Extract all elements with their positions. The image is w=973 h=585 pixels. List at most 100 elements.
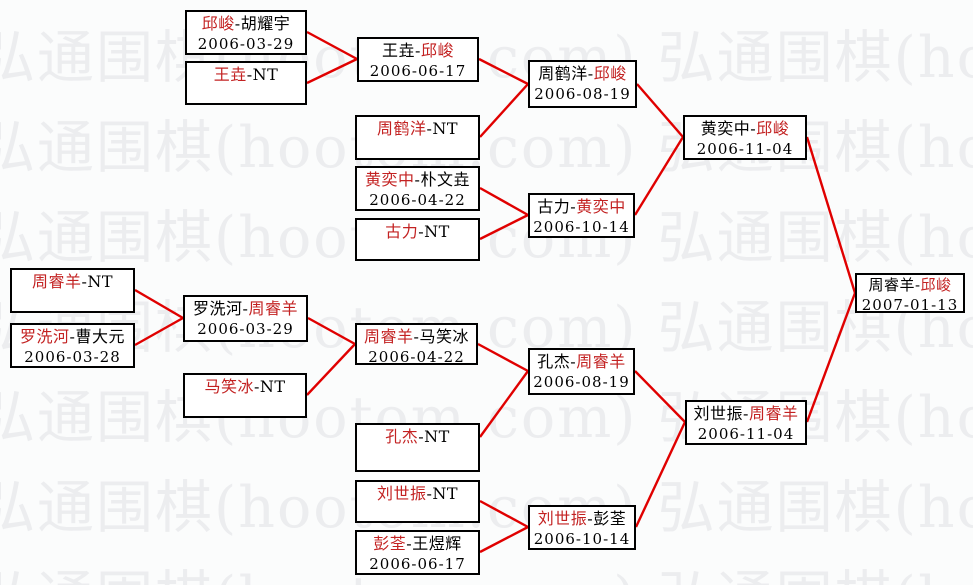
player2-name: NT <box>87 272 114 291</box>
player1-name: 周睿羊 <box>31 272 82 291</box>
separator: - <box>587 64 594 83</box>
player1-name: 马笑冰 <box>204 377 254 396</box>
watermark-text: 弘通围棋(hootom.com) 弘通围棋(hootom.com) <box>0 570 973 585</box>
match-date: 2006-04-22 <box>368 348 465 366</box>
player1-name: 罗洗河 <box>193 299 243 318</box>
separator: - <box>414 170 421 189</box>
match-date: 2006-03-29 <box>197 35 295 53</box>
player2-name: NT <box>259 377 286 396</box>
match-box: 刘世振-周睿羊 2006-11-04 <box>685 400 807 445</box>
match-date: 2006-08-19 <box>534 85 631 103</box>
match-date: 2006-06-17 <box>369 62 467 80</box>
bracket-line <box>479 186 529 217</box>
player2-name: 王煜辉 <box>412 534 462 553</box>
separator: - <box>418 222 425 241</box>
bracket-line <box>479 213 529 241</box>
match-players: 刘世振-周睿羊 <box>687 404 805 424</box>
match-box: 黄奕中-邱峻 2006-11-04 <box>683 115 807 160</box>
watermark-text: 弘通围棋(hootom.com) 弘通围棋(hootom.com) <box>0 295 973 361</box>
player1-name: 彭荃 <box>373 534 407 553</box>
match-box: 古力-NT <box>355 218 480 261</box>
match-box: 王垚-NT <box>185 61 307 105</box>
separator: - <box>587 509 594 528</box>
bracket-line <box>307 316 356 346</box>
match-box: 周鹤洋-NT <box>355 115 480 160</box>
match-box: 彭荃-王煜辉 2006-06-17 <box>355 530 480 575</box>
player1-name: 古力 <box>537 197 571 216</box>
separator: - <box>406 534 413 553</box>
player1-name: 孔杰 <box>385 427 419 446</box>
bracket-line <box>805 292 857 423</box>
bracket-line <box>805 136 857 294</box>
player2-name: 邱峻 <box>920 276 952 294</box>
bracket-line <box>478 57 529 86</box>
player1-name: 黄奕中 <box>365 170 415 189</box>
bracket-line <box>134 316 184 347</box>
match-date: 2006-03-28 <box>24 348 121 366</box>
player1-name: 周鹤洋 <box>538 64 588 83</box>
bracket-line <box>306 30 358 61</box>
bracket-line <box>634 421 687 528</box>
player1-name: 周睿羊 <box>868 276 915 294</box>
separator: - <box>570 197 577 216</box>
player2-name: 曹大元 <box>75 327 125 346</box>
match-date: 2006-11-04 <box>696 140 794 158</box>
separator: - <box>914 276 921 294</box>
player1-name: 刘世振 <box>537 509 588 528</box>
bracket-line <box>477 342 529 373</box>
separator: - <box>253 377 260 396</box>
player2-name: 马笑冰 <box>419 327 469 346</box>
match-box: 周睿羊-马笑冰 2006-04-22 <box>355 323 478 366</box>
player1-name: 王垚 <box>213 65 247 84</box>
player2-name: NT <box>432 484 459 503</box>
match-date: 2006-10-14 <box>533 218 630 236</box>
bracket-line <box>306 57 358 85</box>
match-players: 王垚-NT <box>187 65 305 85</box>
bracket-line <box>479 499 529 529</box>
match-box-final: 周睿羊-邱峻 2007-01-13 <box>855 273 965 314</box>
match-players: 马笑冰-NT <box>185 377 305 397</box>
player2-name: NT <box>432 119 459 138</box>
match-box: 刘世振-NT <box>355 480 480 523</box>
player1-name: 黄奕中 <box>700 119 751 138</box>
match-players: 孔杰-周睿羊 <box>530 352 633 372</box>
match-box: 马笑冰-NT <box>183 373 307 418</box>
separator: - <box>413 327 420 346</box>
player1-name: 孔杰 <box>537 352 571 371</box>
match-players: 刘世振-彭荃 <box>530 509 634 529</box>
player1-name: 刘世振 <box>693 404 744 423</box>
player2-name: NT <box>252 65 279 84</box>
separator: - <box>81 272 88 291</box>
separator: - <box>242 299 249 318</box>
watermark-text: 弘通围棋(hootom.com) 弘通围棋(hootom.com) <box>0 205 973 271</box>
match-box: 罗洗河-曹大元 2006-03-28 <box>10 323 135 368</box>
bracket-line <box>633 136 685 216</box>
separator: - <box>570 352 577 371</box>
match-box: 黄奕中-朴文垚 2006-04-22 <box>355 166 480 211</box>
match-players: 周睿羊-马笑冰 <box>357 327 476 347</box>
match-box: 孔杰-周睿羊 2006-08-19 <box>528 348 635 395</box>
match-date: 2006-11-04 <box>697 425 795 443</box>
bracket-line <box>479 83 529 138</box>
player1-name: 邱峻 <box>201 14 235 33</box>
match-date: 2006-10-14 <box>533 530 631 548</box>
player2-name: 黄奕中 <box>576 197 626 216</box>
match-box: 古力-黄奕中 2006-10-14 <box>528 193 635 238</box>
match-date: 2006-03-29 <box>197 320 294 338</box>
match-players: 周睿羊-NT <box>12 272 133 292</box>
player2-name: 邱峻 <box>593 64 627 83</box>
player2-name: 周睿羊 <box>748 404 799 423</box>
separator: - <box>69 327 76 346</box>
match-players: 罗洗河-曹大元 <box>12 327 133 347</box>
match-players: 孔杰-NT <box>357 427 478 447</box>
bracket-line <box>636 83 684 138</box>
match-box: 周睿羊-NT <box>10 268 135 313</box>
watermark-text: 弘通围棋(hootom.com) 弘通围棋(hootom.com) <box>0 25 973 91</box>
separator: - <box>743 404 749 423</box>
bracket-line <box>634 370 686 423</box>
player2-name: 周睿羊 <box>248 299 298 318</box>
separator: - <box>750 119 757 138</box>
player2-name: 周睿羊 <box>576 352 626 371</box>
